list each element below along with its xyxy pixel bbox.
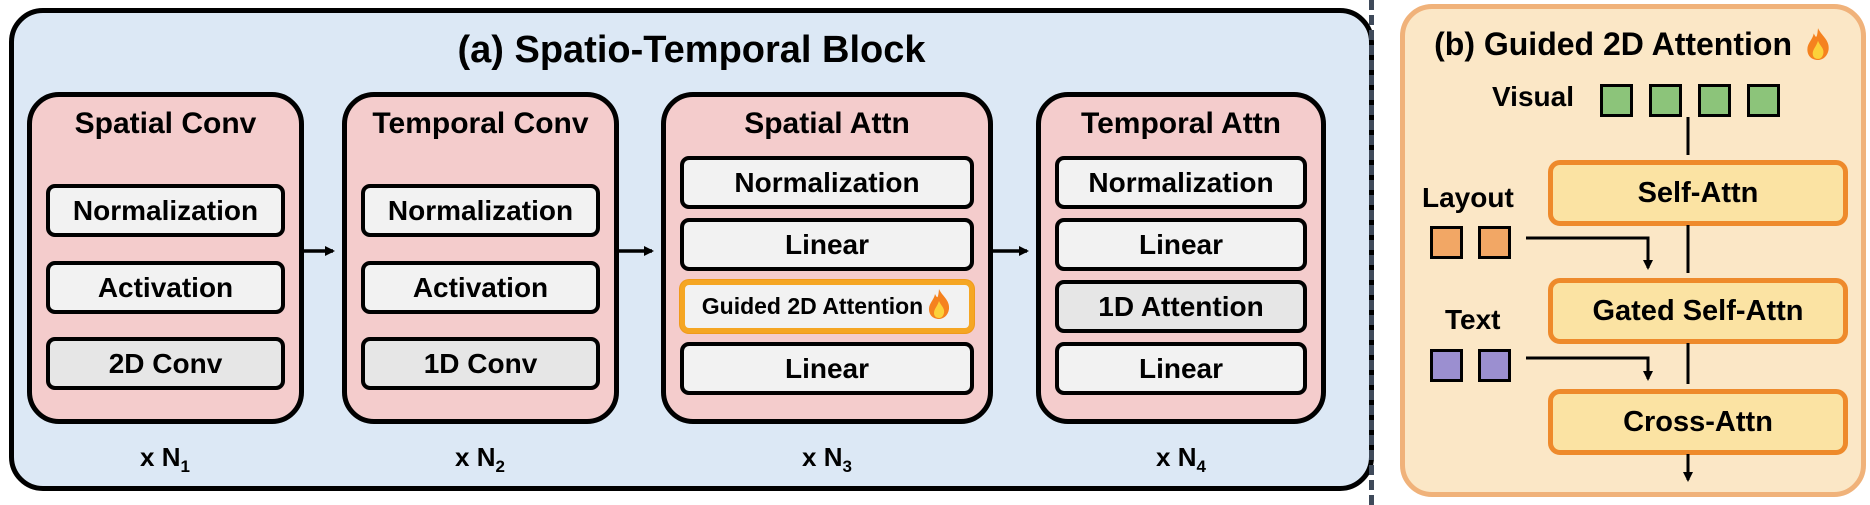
gated-self-attn-box: Gated Self-Attn <box>1548 278 1848 344</box>
conv-1d-layer: 1D Conv <box>361 337 600 390</box>
guided-2d-attention-panel: (b) Guided 2D Attention Visual Layout Te… <box>1400 4 1866 497</box>
visual-token <box>1747 84 1780 117</box>
attention-1d-layer: 1D Attention <box>1055 280 1307 333</box>
guided-2d-attention-layer: Guided 2D Attention <box>680 280 974 333</box>
temporal-conv-block: Temporal Conv Normalization Activation 1… <box>342 92 619 424</box>
normalization-layer: Normalization <box>680 156 974 209</box>
text-token <box>1478 349 1511 382</box>
panel-b-title: (b) Guided 2D Attention <box>1405 26 1861 63</box>
cross-attn-box: Cross-Attn <box>1548 389 1848 455</box>
conv-2d-layer: 2D Conv <box>46 337 285 390</box>
text-arrow <box>1526 356 1653 381</box>
spatial-conv-block: Spatial Conv Normalization Activation 2D… <box>27 92 304 424</box>
visual-token <box>1649 84 1682 117</box>
block-title: Spatial Attn <box>744 107 910 140</box>
block-title: Temporal Conv <box>372 107 589 140</box>
repeat-count-n3: x N3 <box>802 442 852 477</box>
text-label: Text <box>1445 304 1501 335</box>
panel-a-title: (a) Spatio-Temporal Block <box>457 29 926 71</box>
linear-layer: Linear <box>1055 342 1307 395</box>
normalization-layer: Normalization <box>1055 156 1307 209</box>
repeat-count-n1: x N1 <box>140 442 190 477</box>
layout-label: Layout <box>1422 182 1514 213</box>
self-attn-box: Self-Attn <box>1548 160 1848 226</box>
normalization-layer: Normalization <box>361 184 600 237</box>
visual-token <box>1698 84 1731 117</box>
linear-layer: Linear <box>1055 218 1307 271</box>
normalization-layer: Normalization <box>46 184 285 237</box>
spatio-temporal-block-panel: (a) Spatio-Temporal Block Spatial Conv N… <box>9 8 1374 491</box>
linear-layer: Linear <box>680 342 974 395</box>
text-token <box>1430 349 1463 382</box>
fire-icon <box>1804 26 1832 63</box>
visual-token <box>1600 84 1633 117</box>
layout-token <box>1478 226 1511 259</box>
repeat-count-n4: x N4 <box>1156 442 1206 477</box>
linear-layer: Linear <box>680 218 974 271</box>
layout-token <box>1430 226 1463 259</box>
layout-arrow <box>1526 236 1653 270</box>
block-title: Spatial Conv <box>74 107 257 140</box>
fire-icon <box>926 288 952 326</box>
block-title: Temporal Attn <box>1081 107 1281 140</box>
visual-label: Visual <box>1492 81 1574 112</box>
temporal-attn-block: Temporal Attn Normalization Linear 1D At… <box>1036 92 1326 424</box>
activation-layer: Activation <box>46 261 285 314</box>
repeat-count-n2: x N2 <box>455 442 505 477</box>
panel-divider <box>1369 0 1374 505</box>
spatial-attn-block: Spatial Attn Normalization Linear Guided… <box>661 92 993 424</box>
guided-attention-label: Guided 2D Attention <box>701 293 924 319</box>
activation-layer: Activation <box>361 261 600 314</box>
